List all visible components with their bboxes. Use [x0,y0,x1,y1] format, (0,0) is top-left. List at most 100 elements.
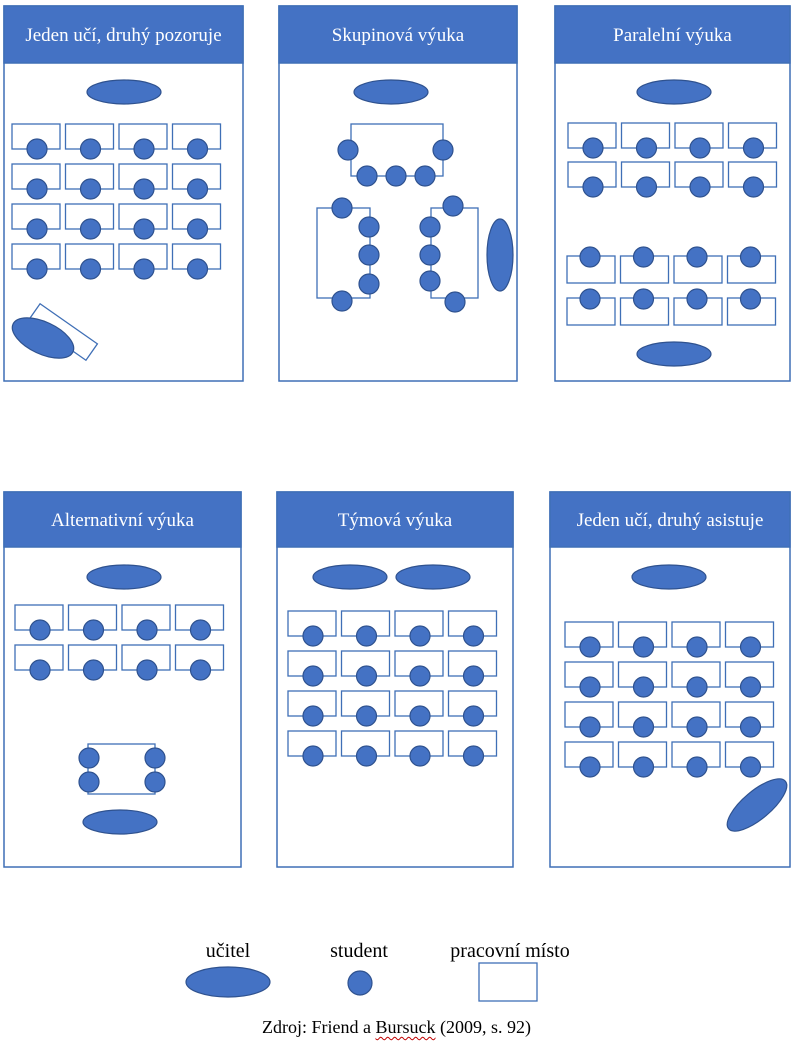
student-desk-grid [567,122,778,198]
panel-header [549,491,791,548]
student [579,676,601,698]
student [331,197,353,219]
source-citation: Zdroj: Friend a Bursuck (2009, s. 92) [0,1017,793,1038]
source-author: Bursuck [375,1017,436,1037]
student [186,138,209,160]
student [632,636,655,658]
student [409,665,431,687]
panel-team-teaching: Týmová výuka [276,491,514,868]
student-desk [340,650,391,677]
student [742,137,765,159]
student [739,246,762,268]
panel-group-teaching: Skupinová výuka [278,5,518,382]
student [355,625,378,647]
legend-workplace-symbol [478,962,538,1002]
student [686,716,708,738]
panel-header [3,5,244,64]
student [462,665,485,687]
student [79,138,102,160]
student [632,716,655,738]
panel-one-teaches-one-assists: Jeden učí, druhý asistuje [549,491,791,868]
student [82,659,105,681]
teacher [86,79,162,105]
student [355,745,378,767]
student [355,665,378,687]
student [579,246,601,268]
student [579,636,601,658]
student [462,745,485,767]
student-desk-grid [287,610,498,767]
legend: učitel student pracovní místo [185,940,570,1002]
student [742,176,765,198]
student-desk-grid [566,246,777,326]
student [582,137,604,159]
student [144,747,166,769]
student [579,756,601,778]
teacher [353,79,429,105]
student [579,716,601,738]
student [186,258,209,280]
source-prefix: Zdroj: Friend a [262,1017,376,1037]
student-desk [447,610,498,637]
student [29,619,51,641]
student [686,756,708,778]
panel-header [3,491,242,548]
second-teacher [82,809,158,835]
student [739,288,762,310]
student [331,290,353,312]
panel-title: Jeden učí, druhý pozoruje [25,25,221,46]
student-desk-grid [14,604,225,681]
student [582,176,604,198]
second-teacher [395,564,471,590]
student [739,676,762,698]
legend-teacher-symbol [185,966,271,998]
teacher [312,564,388,590]
source-suffix: (2009, s. 92) [435,1017,531,1037]
student [133,138,155,160]
student [432,139,454,161]
student [302,625,324,647]
student [355,705,378,727]
student [82,619,105,641]
panel-header [276,491,514,548]
student [26,138,48,160]
student [409,705,431,727]
student [419,216,441,238]
student [78,747,100,769]
student [186,178,209,200]
student [444,291,466,313]
second-teacher [486,218,514,292]
student [133,218,155,240]
student [686,636,708,658]
student [136,659,158,681]
teacher [631,564,707,590]
student [79,178,102,200]
student [337,139,359,161]
student [385,165,407,187]
panel-header [554,5,791,64]
student [136,619,158,641]
student [462,625,485,647]
student [739,636,762,658]
student [79,218,102,240]
student-desk-grid [564,621,775,778]
student [189,619,212,641]
student [358,244,380,266]
panel-title: Paralelní výuka [613,25,732,46]
student [409,745,431,767]
panel-header [278,5,518,64]
student [442,195,464,217]
student [302,705,324,727]
student [635,176,658,198]
student [29,659,51,681]
student [358,273,380,295]
student [739,756,762,778]
legend-teacher-label: učitel [206,940,251,962]
panel-title: Alternativní výuka [51,510,195,531]
student [462,705,485,727]
student [689,137,711,159]
panel-frame [278,5,518,382]
panel-parallel-teaching: Paralelní výuka [554,5,791,382]
student [26,178,48,200]
